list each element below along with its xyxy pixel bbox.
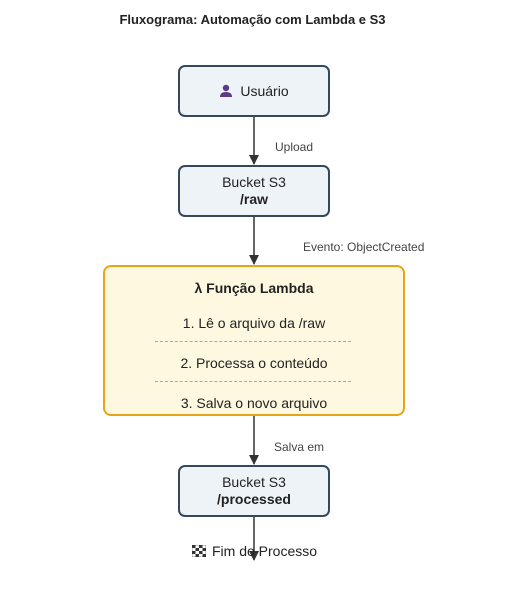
lambda-node: λ Função Lambda 1. Lê o arquivo da /raw … bbox=[103, 265, 405, 416]
edge-label-upload: Upload bbox=[275, 140, 314, 154]
step-divider bbox=[155, 381, 351, 382]
bucket-processed-line1: Bucket S3 bbox=[222, 474, 286, 490]
checkered-flag-icon bbox=[192, 545, 206, 557]
lambda-step-3: 3. Salva o novo arquivo bbox=[180, 395, 328, 411]
lambda-title: λ Função Lambda bbox=[194, 280, 314, 296]
user-node: Usuário bbox=[178, 65, 330, 117]
end-node: Fim do Processo bbox=[192, 543, 317, 559]
user-node-label: Usuário bbox=[240, 82, 289, 99]
end-node-label: Fim do Processo bbox=[212, 543, 318, 559]
bucket-raw-path: /raw bbox=[239, 191, 268, 207]
user-icon bbox=[220, 84, 233, 97]
lambda-step-2: 2. Processa o conteúdo bbox=[180, 355, 328, 371]
bucket-processed-path: /processed bbox=[217, 491, 291, 507]
step-divider bbox=[155, 341, 351, 342]
bucket-raw-line1: Bucket S3 bbox=[222, 174, 286, 190]
bucket-raw-node: Bucket S3 /raw bbox=[178, 165, 330, 217]
edge-label-event: Evento: ObjectCreated bbox=[303, 240, 425, 254]
edge-label-saved: Salva em bbox=[274, 440, 325, 454]
lambda-step-1: 1. Lê o arquivo da /raw bbox=[182, 315, 326, 331]
diagram-title: Fluxograma: Automação com Lambda e S3 bbox=[119, 12, 386, 27]
bucket-processed-node: Bucket S3 /processed bbox=[178, 465, 330, 517]
